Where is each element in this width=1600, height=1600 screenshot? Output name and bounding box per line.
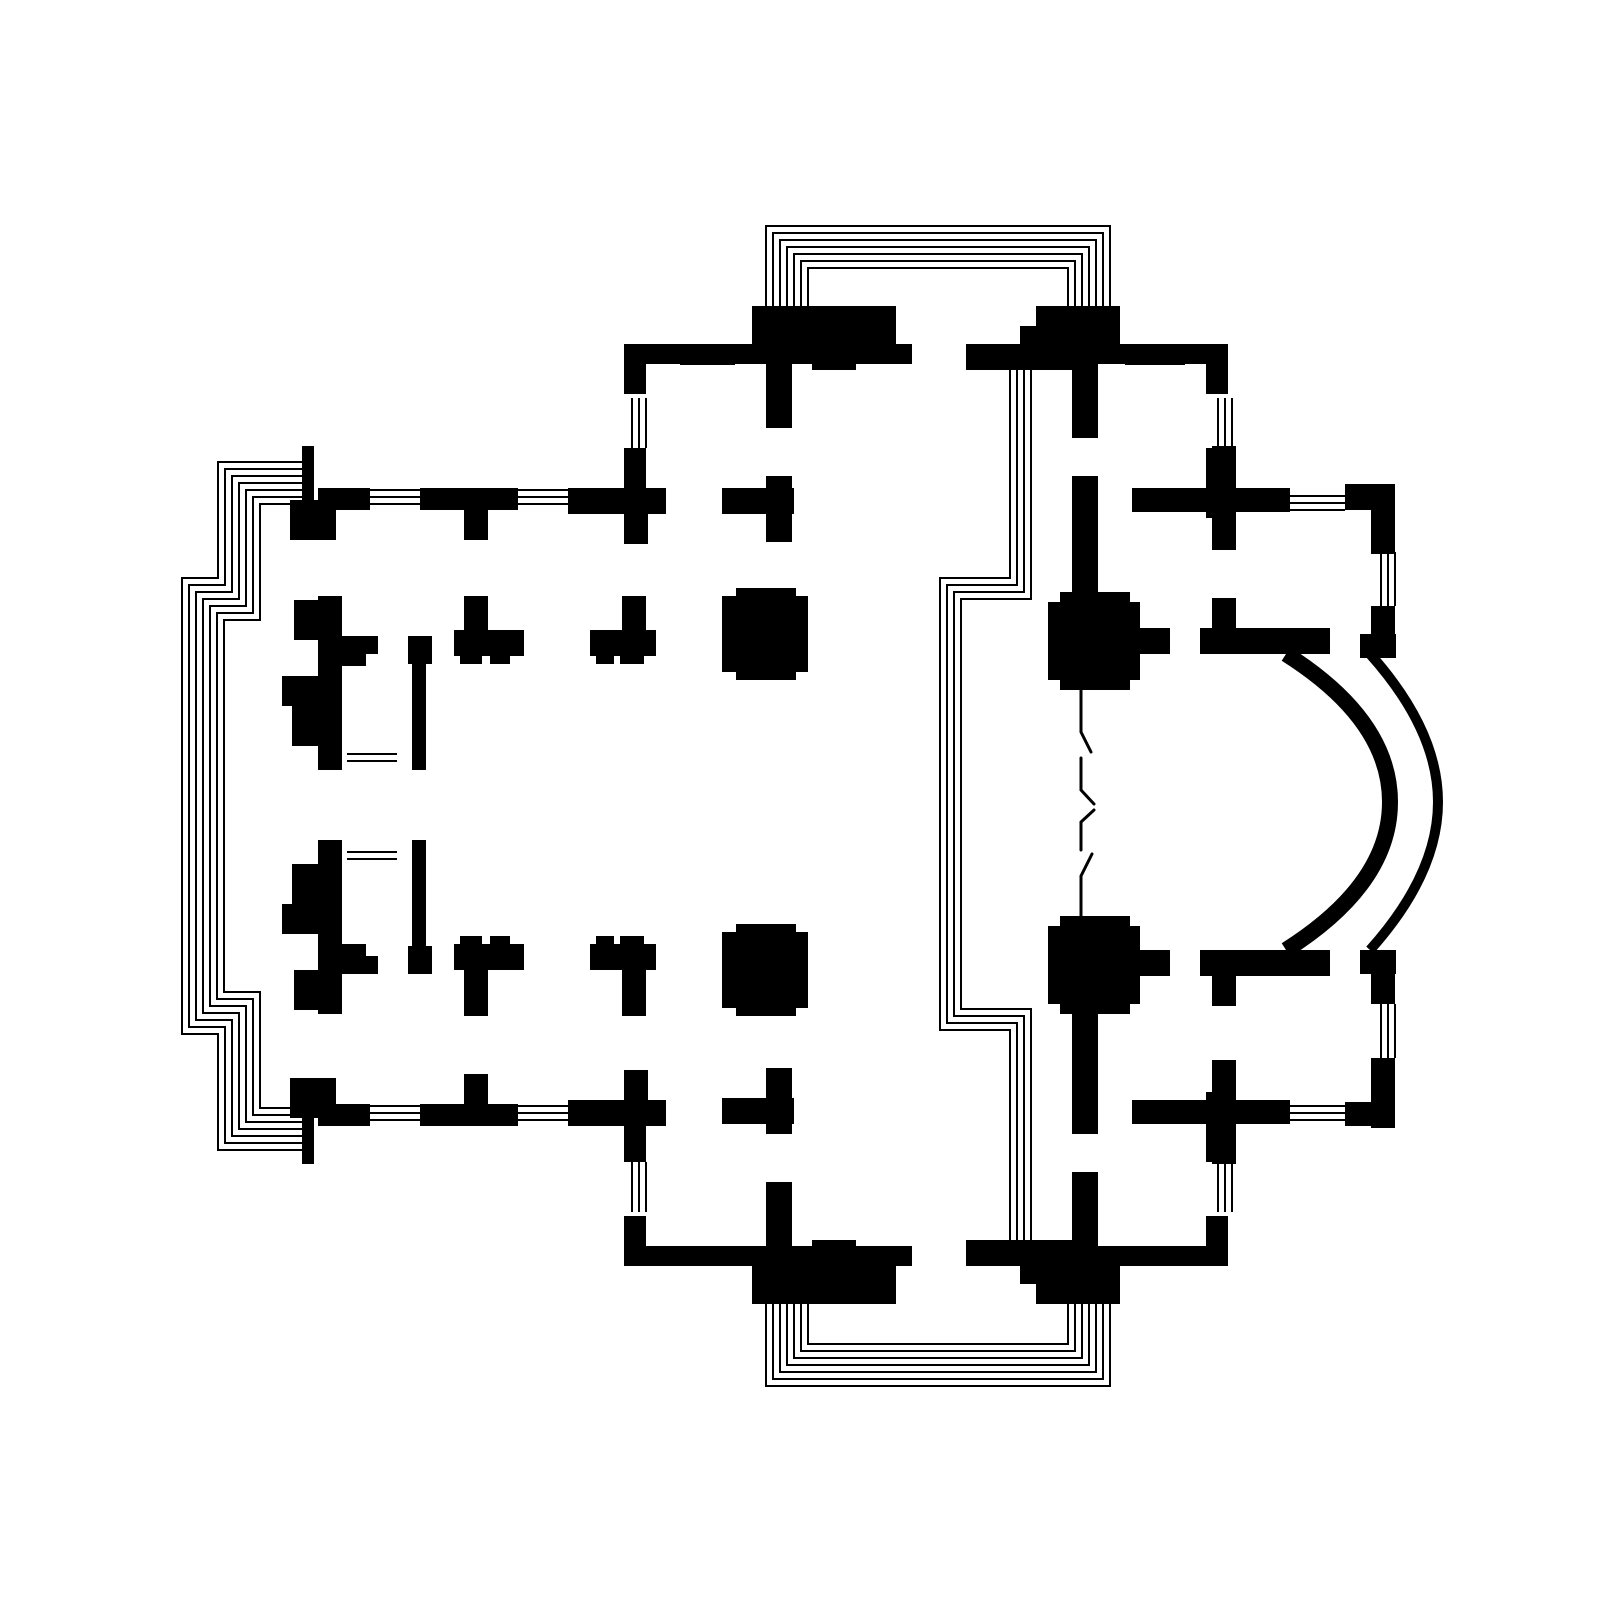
walls [282, 306, 1396, 1304]
south-porch-steps [765, 1304, 1111, 1387]
north-porch-steps [765, 225, 1111, 306]
west-porch-steps [181, 461, 302, 1151]
iconostasis-screen [1079, 678, 1096, 928]
iconostasis-steps [939, 368, 1032, 1244]
apse [1281, 647, 1444, 957]
